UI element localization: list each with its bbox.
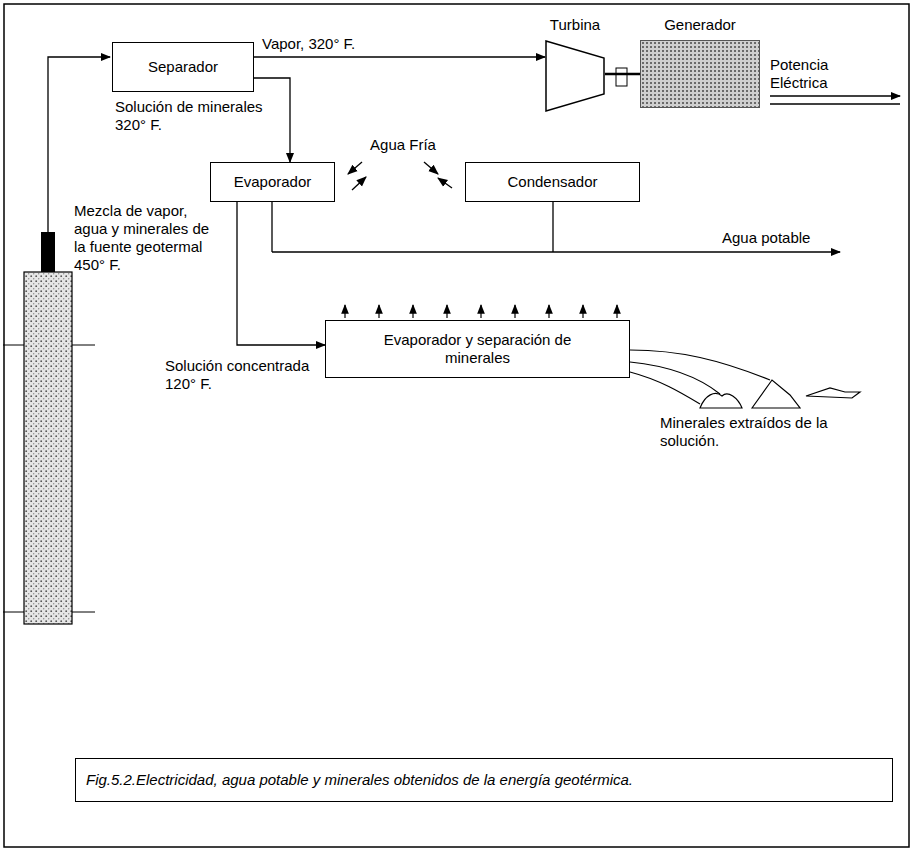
box-text: Evaporador	[234, 173, 312, 191]
turbine-shaft	[605, 73, 640, 76]
generator: Generador	[630, 16, 770, 110]
vapour-arrow	[412, 305, 413, 318]
box-text: Condensador	[507, 173, 597, 191]
process-box: Separador	[112, 42, 254, 92]
box-text: Separador	[148, 58, 218, 76]
component-heading: Generador	[630, 16, 770, 34]
flow-label: Solución concentrada 120° F.	[165, 357, 325, 393]
frame	[4, 4, 909, 847]
flow-arrow	[237, 202, 325, 345]
box-text: Evaporador y separación de minerales	[378, 331, 578, 367]
geothermal-well	[3, 57, 110, 624]
process-box: Evaporador	[210, 162, 335, 202]
turbine: Turbina	[535, 16, 615, 116]
process-box: Condensador	[465, 162, 640, 202]
vapour-arrow	[616, 305, 617, 318]
flow-arrow	[254, 78, 290, 162]
vapour-arrow	[378, 305, 379, 318]
vapour-arrow	[344, 305, 345, 318]
turbine-outline	[545, 40, 605, 112]
output-label: Agua potable	[722, 229, 842, 247]
output-label: Minerales extraídos de la solución.	[660, 414, 870, 450]
vapour-arrow	[548, 305, 549, 318]
vapour-arrow	[480, 305, 481, 318]
vapour-arrow	[446, 305, 447, 318]
source-label: Mezcla de vapor, agua y minerales de la …	[74, 202, 224, 274]
flow-label: Solución de minerales 320° F.	[115, 98, 280, 134]
turbine-body	[546, 41, 604, 111]
flow-label: Vapor, 320° F.	[262, 35, 462, 53]
power-output-arrows	[770, 96, 900, 104]
mineral-piles	[630, 350, 860, 408]
flow-arrow	[254, 56, 545, 57]
component-heading: Turbina	[535, 16, 615, 34]
vapour-arrow	[582, 305, 583, 318]
vapour-arrow	[514, 305, 515, 318]
cold-water-arrows	[348, 162, 452, 190]
process-box: Evaporador y separación de minerales	[325, 320, 630, 378]
figure-caption: Fig.5.2.Electricidad, agua potable y min…	[75, 758, 893, 802]
vapour-arrows	[345, 305, 617, 318]
generator-shape	[640, 40, 760, 108]
flow-label: Agua Fría	[338, 136, 468, 154]
output-label: Potencia Eléctrica	[770, 56, 870, 92]
turbine-shape	[545, 40, 605, 112]
shaft-coupling	[616, 68, 627, 86]
